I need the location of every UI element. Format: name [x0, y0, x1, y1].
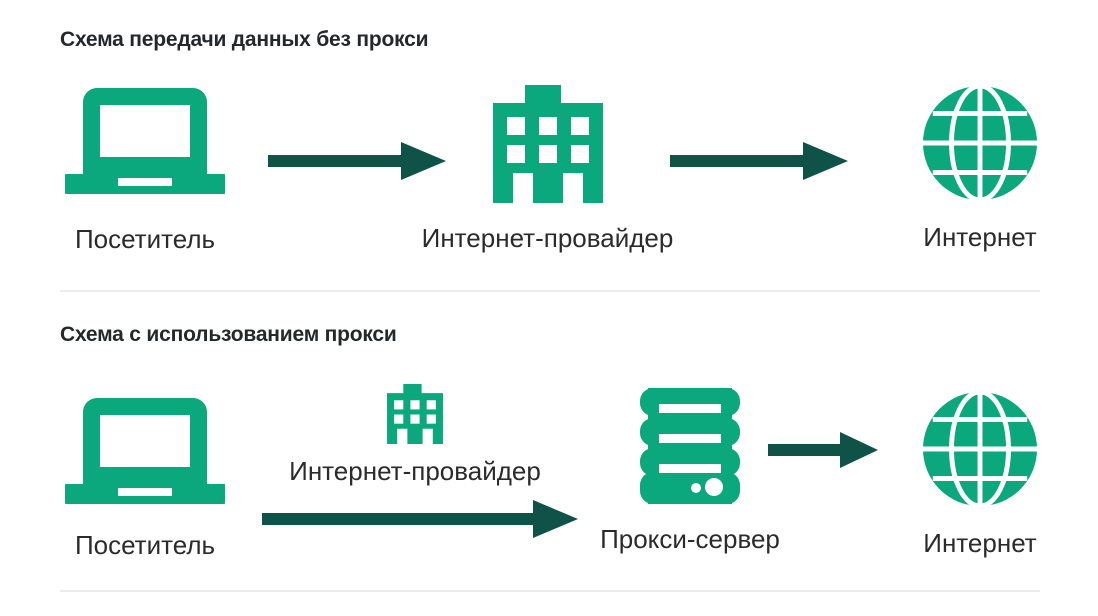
node-proxy: Прокси-сервер: [575, 388, 805, 552]
laptop-icon: [57, 88, 233, 200]
arrow-proxy-to-internet: [768, 429, 878, 471]
node-visitor2: Посетитель: [57, 398, 233, 560]
globe-icon: [921, 389, 1039, 509]
section-title-with-proxy: Схема с использованием прокси: [60, 323, 397, 346]
node-label-internet2: Интернет: [923, 528, 1037, 558]
building-icon: [387, 384, 443, 444]
section-title-no-proxy: Схема передачи данных без прокси: [60, 28, 429, 51]
node-isp2: Интернет-провайдер: [270, 384, 560, 484]
globe-icon: [921, 83, 1039, 203]
section-divider-bottom: [60, 590, 1040, 592]
building-icon: [492, 85, 603, 203]
server-icon: [640, 388, 740, 504]
node-label-visitor: Посетитель: [74, 224, 216, 254]
arrow-visitor-to-isp: [268, 140, 446, 182]
section-divider-top: [60, 290, 1040, 292]
node-label-proxy: Прокси-сервер: [600, 524, 780, 554]
node-visitor: Посетитель: [57, 88, 233, 254]
node-isp: Интернет-провайдер: [405, 85, 690, 251]
node-label-internet: Интернет: [923, 222, 1037, 252]
arrow-isp-to-internet: [670, 140, 848, 182]
node-label-isp2: Интернет-провайдер: [289, 456, 541, 486]
arrow-visitor-to-proxy: [262, 498, 578, 540]
laptop-icon: [57, 398, 233, 510]
node-internet: Интернет: [880, 83, 1080, 252]
node-label-isp: Интернет-провайдер: [421, 223, 674, 253]
node-label-visitor2: Посетитель: [74, 530, 216, 560]
node-internet2: Интернет: [880, 389, 1080, 558]
